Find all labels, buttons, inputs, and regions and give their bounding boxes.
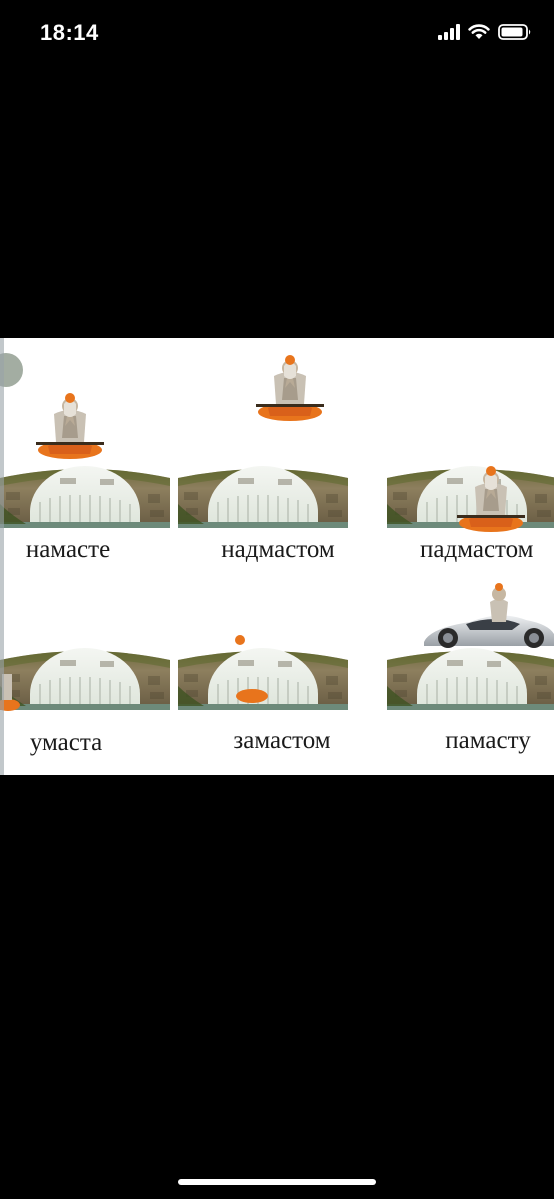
- wifi-icon: [468, 24, 490, 39]
- caption-6: памасту: [445, 727, 531, 754]
- caption-3: падмастом: [420, 536, 534, 563]
- battery-icon: [498, 24, 531, 40]
- panel-umasta: [0, 647, 171, 711]
- panel-zamastom: [177, 635, 349, 711]
- caption-2: надмастом: [221, 536, 335, 563]
- status-time: 18:14: [40, 20, 99, 45]
- caption-5: замастом: [233, 727, 330, 754]
- status-bar: 18:14: [0, 0, 554, 68]
- status-icons: [438, 24, 532, 40]
- signal-icon: [438, 24, 460, 40]
- caption-4: умаста: [30, 729, 102, 756]
- car: [424, 615, 554, 648]
- panel-nadmastom: [177, 355, 349, 529]
- panel-pamastu: [386, 583, 554, 711]
- panel-padmastom: [386, 465, 554, 532]
- caption-1: намасте: [26, 536, 110, 563]
- meme-image: намасте надмастом падмастом умаста замас…: [0, 338, 554, 775]
- meme-illustration: намасте надмастом падмастом умаста замас…: [0, 338, 554, 775]
- panel-namaste: [0, 353, 171, 529]
- home-indicator[interactable]: [178, 1179, 376, 1185]
